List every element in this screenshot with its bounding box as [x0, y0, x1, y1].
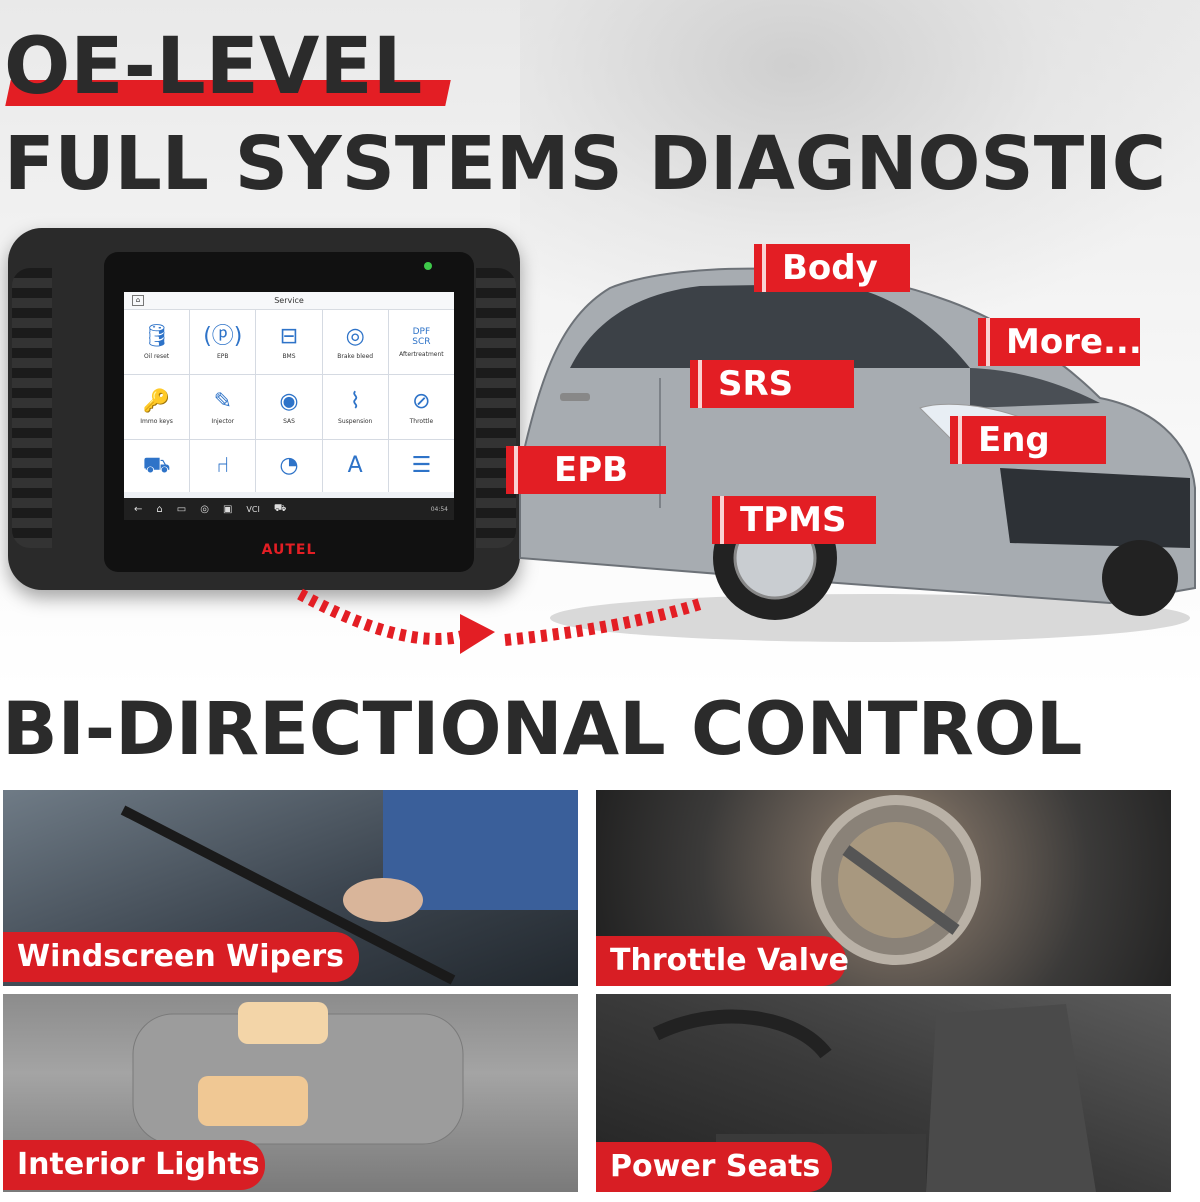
- dome-light-bottom: [198, 1076, 308, 1126]
- injector-icon: ✎: [213, 388, 232, 414]
- back-icon[interactable]: ←: [134, 503, 143, 515]
- car-nav-icon[interactable]: ⛟: [273, 502, 287, 514]
- seat-back: [926, 1004, 1096, 1192]
- vci-label: VCI: [246, 504, 260, 514]
- recent-apps-icon[interactable]: ▭: [176, 503, 187, 515]
- service-oil-reset[interactable]: 🛢Oil reset: [124, 310, 190, 374]
- tablet-screen: ⌂ Service 🛢Oil reset (ⓟ)EPB ⊟BMS ◎Brake …: [124, 292, 454, 520]
- steering-wheel-icon: ◉: [279, 388, 299, 414]
- service-brake-bleed[interactable]: ◎Brake bleed: [322, 310, 388, 374]
- car-door-icon: ⛟: [142, 453, 171, 478]
- service-doors[interactable]: ⛟: [124, 440, 190, 492]
- tag-body: Body: [754, 244, 910, 292]
- home-nav-icon[interactable]: ⌂: [156, 503, 163, 515]
- tag-eng: Eng: [950, 416, 1106, 464]
- android-nav-bar: ← ⌂ ▭ ◎ ▣ VCI ⛟ 04:54: [124, 498, 454, 520]
- home-icon[interactable]: ⌂: [132, 295, 144, 306]
- service-suspension[interactable]: ⌇Suspension: [322, 375, 388, 439]
- label-power-seats: Power Seats: [596, 1142, 832, 1192]
- tag-tpms: TPMS: [712, 496, 876, 544]
- tag-epb: EPB: [506, 446, 666, 494]
- autel-logo: AUTEL: [261, 542, 317, 558]
- oil-can-icon: 🛢: [142, 323, 171, 349]
- power-led-icon: [424, 262, 432, 270]
- car-windshield: [970, 368, 1100, 408]
- car-windows: [570, 284, 970, 368]
- sedan-car-image: [519, 267, 1196, 642]
- service-throttle[interactable]: ⊘Throttle: [388, 375, 454, 439]
- door-handle: [560, 393, 590, 401]
- headline-bi-directional: BI-DIRECTIONAL CONTROL: [2, 687, 1083, 772]
- screen-header: ⌂ Service: [124, 292, 454, 310]
- language-icon: A: [347, 453, 363, 478]
- throttle-icon: ⊘: [412, 388, 431, 414]
- wiper-illustration: [120, 790, 578, 985]
- key-icon: 🔑: [142, 388, 171, 414]
- clock-time: 04:54: [430, 505, 448, 513]
- arrow-dashes-right: [504, 598, 702, 646]
- car-grille: [1000, 468, 1190, 548]
- headline-full-systems: FULL SYSTEMS DIAGNOSTIC: [4, 121, 1167, 207]
- hand: [343, 878, 423, 922]
- brake-fluid-icon: ◎: [345, 323, 365, 349]
- service-sas[interactable]: ◉SAS: [256, 375, 322, 439]
- headlight-icon: ☰: [411, 453, 432, 478]
- gauge-icon: ◔: [279, 453, 299, 478]
- throttle-illustration: [811, 795, 981, 965]
- photo-throttle-valve: Throttle Valve: [596, 790, 1171, 986]
- steering-wheel: [652, 1009, 832, 1059]
- dome-light-top: [238, 1002, 328, 1044]
- wiper-arm: [120, 805, 456, 985]
- photo-power-seats: Power Seats: [596, 994, 1171, 1192]
- tablet-grip-left: [12, 268, 52, 548]
- battery-icon: ⊟: [279, 323, 299, 349]
- seat-icon: ⑁: [216, 453, 230, 478]
- service-immo-keys[interactable]: 🔑Immo keys: [124, 375, 190, 439]
- suspension-icon: ⌇: [349, 388, 361, 414]
- arrow-dashes-left: [297, 588, 472, 645]
- service-injector[interactable]: ✎Injector: [190, 375, 256, 439]
- label-windscreen-wipers: Windscreen Wipers: [3, 932, 359, 982]
- front-right-wheel: [1102, 540, 1178, 616]
- throttle-shaft: [842, 845, 960, 935]
- service-epb[interactable]: (ⓟ)EPB: [190, 310, 256, 374]
- brake-icon: (ⓟ): [203, 323, 243, 349]
- lights-illustration: [132, 1002, 464, 1145]
- screen-title: Service: [274, 296, 304, 305]
- label-interior-lights: Interior Lights: [3, 1140, 265, 1190]
- service-seats[interactable]: ⑁: [190, 440, 256, 492]
- service-gauge[interactable]: ◔: [256, 440, 322, 492]
- browser-icon[interactable]: ◎: [200, 503, 209, 515]
- connection-arrow-icon: [297, 588, 702, 654]
- car-shadow: [550, 594, 1190, 642]
- screenshot-icon[interactable]: ▣: [222, 503, 233, 515]
- tablet-grip-right: [476, 268, 516, 548]
- service-headlight[interactable]: ☰: [388, 440, 454, 492]
- headline-oe-level: OE-LEVEL: [4, 22, 423, 112]
- arrow-head: [460, 614, 495, 654]
- tablet-bezel: ⌂ Service 🛢Oil reset (ⓟ)EPB ⊟BMS ◎Brake …: [104, 252, 474, 572]
- tag-srs: SRS: [690, 360, 854, 408]
- photo-interior-lights: Interior Lights: [3, 994, 578, 1192]
- service-language[interactable]: A: [322, 440, 388, 492]
- label-throttle-valve: Throttle Valve: [596, 936, 849, 986]
- tag-more: More...: [978, 318, 1142, 366]
- service-bms[interactable]: ⊟BMS: [256, 310, 322, 374]
- scan-tablet: ⌂ Service 🛢Oil reset (ⓟ)EPB ⊟BMS ◎Brake …: [8, 228, 520, 590]
- photo-windscreen-wipers: Windscreen Wipers: [3, 790, 578, 986]
